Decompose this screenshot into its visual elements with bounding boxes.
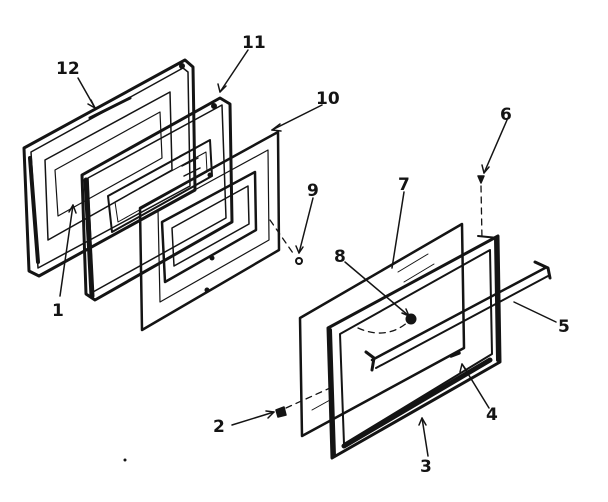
callout-7: 7 <box>398 175 410 195</box>
callout-8: 8 <box>334 247 346 267</box>
part-12-inner-liner <box>22 58 197 278</box>
part-5-handle <box>364 260 552 372</box>
assembly-dashed-lines <box>269 185 483 409</box>
callout-10: 10 <box>316 89 340 109</box>
part-2-screw <box>275 406 287 418</box>
callouts: 12 11 10 9 1 7 8 6 5 4 3 2 <box>52 33 570 477</box>
part-9-screw <box>295 257 303 265</box>
callout-6: 6 <box>500 105 512 125</box>
leader-lines <box>59 49 557 457</box>
callout-11: 11 <box>242 33 266 53</box>
callout-5: 5 <box>558 317 570 337</box>
callout-1: 1 <box>52 301 64 321</box>
part-4-clip <box>449 351 461 358</box>
callout-4: 4 <box>486 405 498 425</box>
stray-mark <box>123 458 127 462</box>
part-6-screw <box>477 175 485 184</box>
callout-12: 12 <box>56 59 80 79</box>
part-7-glass-pane <box>298 222 466 438</box>
callout-2: 2 <box>213 417 225 437</box>
part-10-outer-panel <box>138 130 281 332</box>
callout-3: 3 <box>420 457 432 477</box>
part-3-door-frame <box>326 234 502 460</box>
callout-9: 9 <box>307 181 319 201</box>
